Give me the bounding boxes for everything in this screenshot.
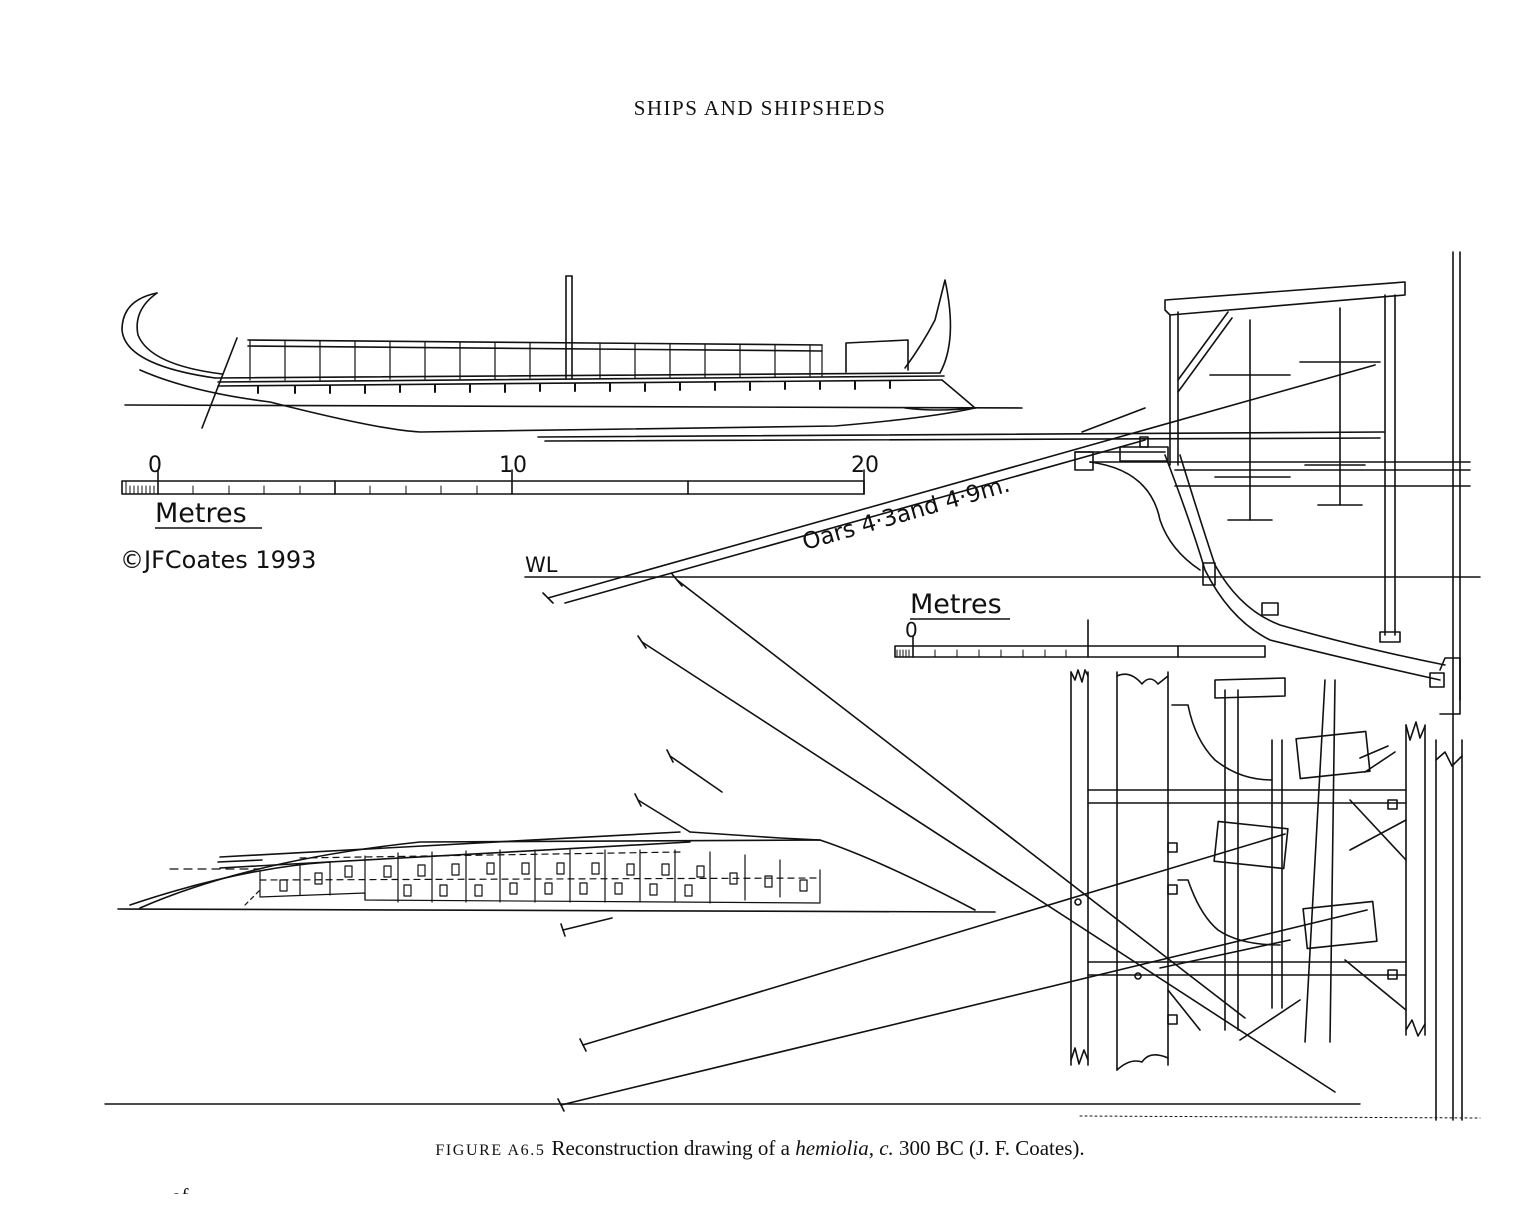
- caption-text-after: 300 BC (J. F. Coates).: [893, 1136, 1085, 1160]
- ship-plan-view: [117, 831, 996, 913]
- scale-top-unit: Metres: [155, 498, 247, 529]
- caption-circa: c.: [879, 1136, 894, 1160]
- copyright-label: ©JFCoates 1993: [120, 546, 316, 574]
- oars-length-label: Oars 4·3and 4·9m.: [799, 472, 1012, 556]
- scale-section-unit: Metres: [910, 589, 1002, 620]
- figure-caption: FIGURE A6.5 Reconstruction drawing of a h…: [0, 1136, 1520, 1161]
- next-line-fragment: ... of ...: [150, 1184, 210, 1208]
- oar-lines-lower: [557, 573, 1368, 1112]
- figure-number: FIGURE A6.5: [435, 1142, 546, 1159]
- caption-ship-type: hemiolia,: [795, 1136, 874, 1160]
- scale-section-tick-0: 0: [905, 618, 918, 642]
- waterline-label: WL: [525, 553, 558, 577]
- oar-lines-upper: [524, 364, 1481, 604]
- scale-bar-top: [121, 469, 865, 495]
- scale-top-tick-0: 0: [148, 453, 162, 478]
- scale-top-tick-20: 20: [851, 453, 879, 478]
- scale-bar-section: [894, 619, 1266, 658]
- ship-cross-section: [1074, 251, 1471, 1121]
- caption-text-before: Reconstruction drawing of a: [551, 1136, 796, 1160]
- running-head: SHIPS AND SHIPSHEDS: [633, 96, 887, 120]
- ship-side-elevation: [121, 275, 1023, 433]
- hull-frame-detail: [1070, 669, 1463, 1121]
- scale-top-tick-10: 10: [499, 453, 527, 478]
